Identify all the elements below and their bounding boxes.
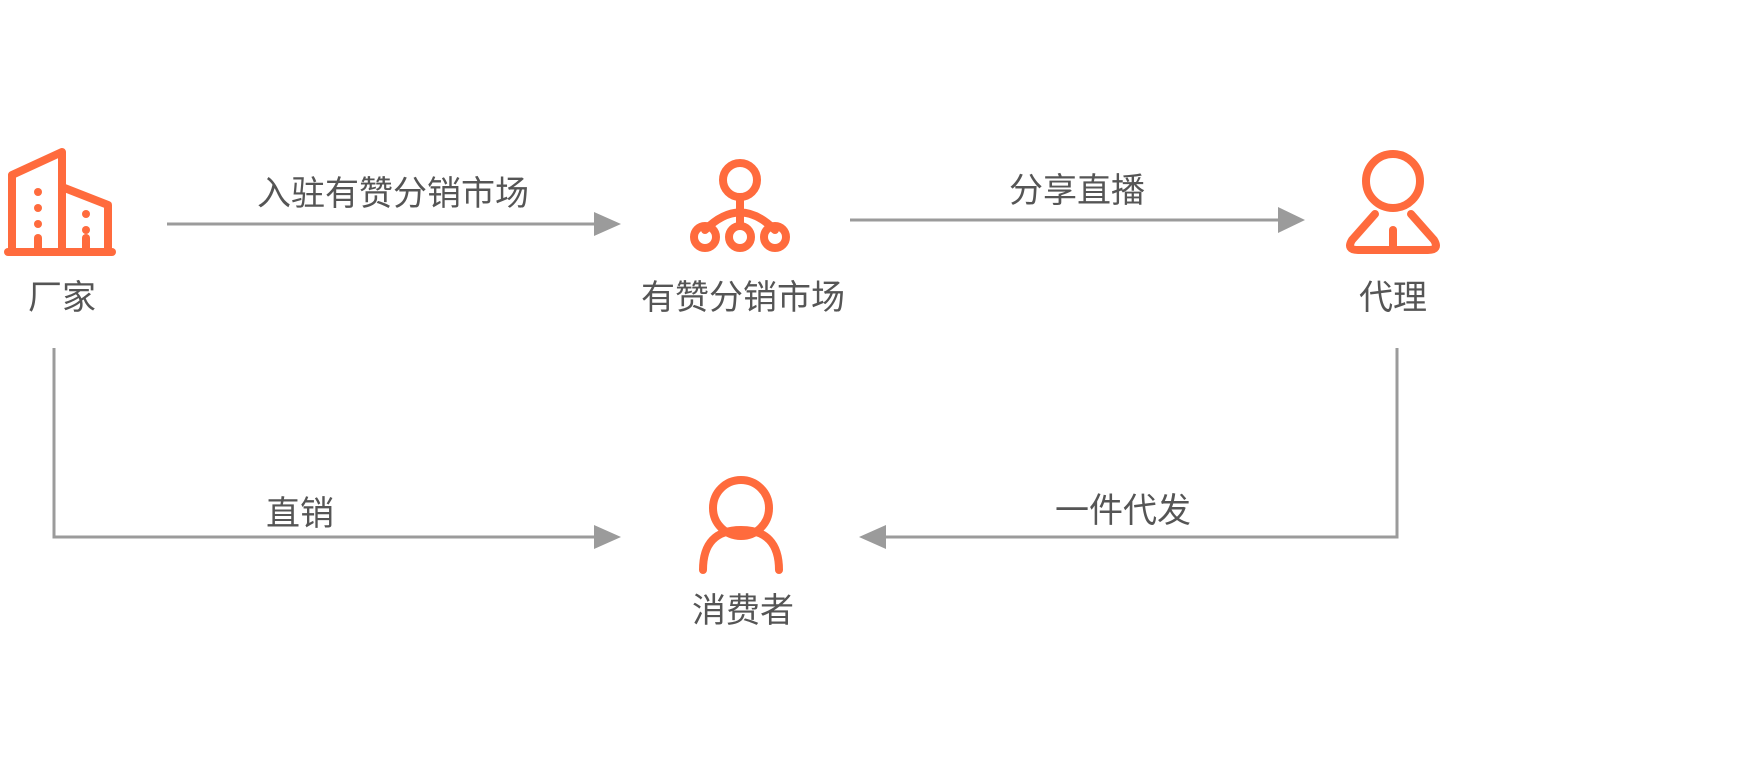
arrowhead-left-1: [859, 525, 886, 549]
connectors: [52, 218, 1399, 539]
arrowheads: [594, 207, 1305, 549]
node-label-agent: 代理: [1359, 278, 1427, 318]
network-hierarchy-icon: [690, 159, 790, 252]
node-label-factory: 厂家: [28, 278, 96, 318]
node-label-market: 有赞分销市场: [641, 278, 845, 318]
arrowhead-right-3: [594, 525, 621, 549]
edge-label-market-to-agent: 分享直播: [1009, 171, 1145, 211]
building-icon: [4, 148, 116, 256]
arrowhead-right-2: [1278, 207, 1305, 233]
building-window-dots: [34, 188, 90, 234]
arrowhead-right-1: [594, 212, 621, 236]
edge-factory-to-consumer-line: [52, 348, 594, 539]
edge-label-factory-to-consumer: 直销: [266, 494, 334, 534]
user-icon: [699, 476, 783, 574]
edge-label-agent-to-consumer: 一件代发: [1055, 491, 1191, 531]
agent-person-icon: [1346, 150, 1440, 254]
edge-agent-to-consumer-line: [886, 348, 1399, 539]
edge-label-factory-to-market: 入驻有赞分销市场: [257, 174, 529, 214]
node-label-consumer: 消费者: [692, 591, 794, 631]
